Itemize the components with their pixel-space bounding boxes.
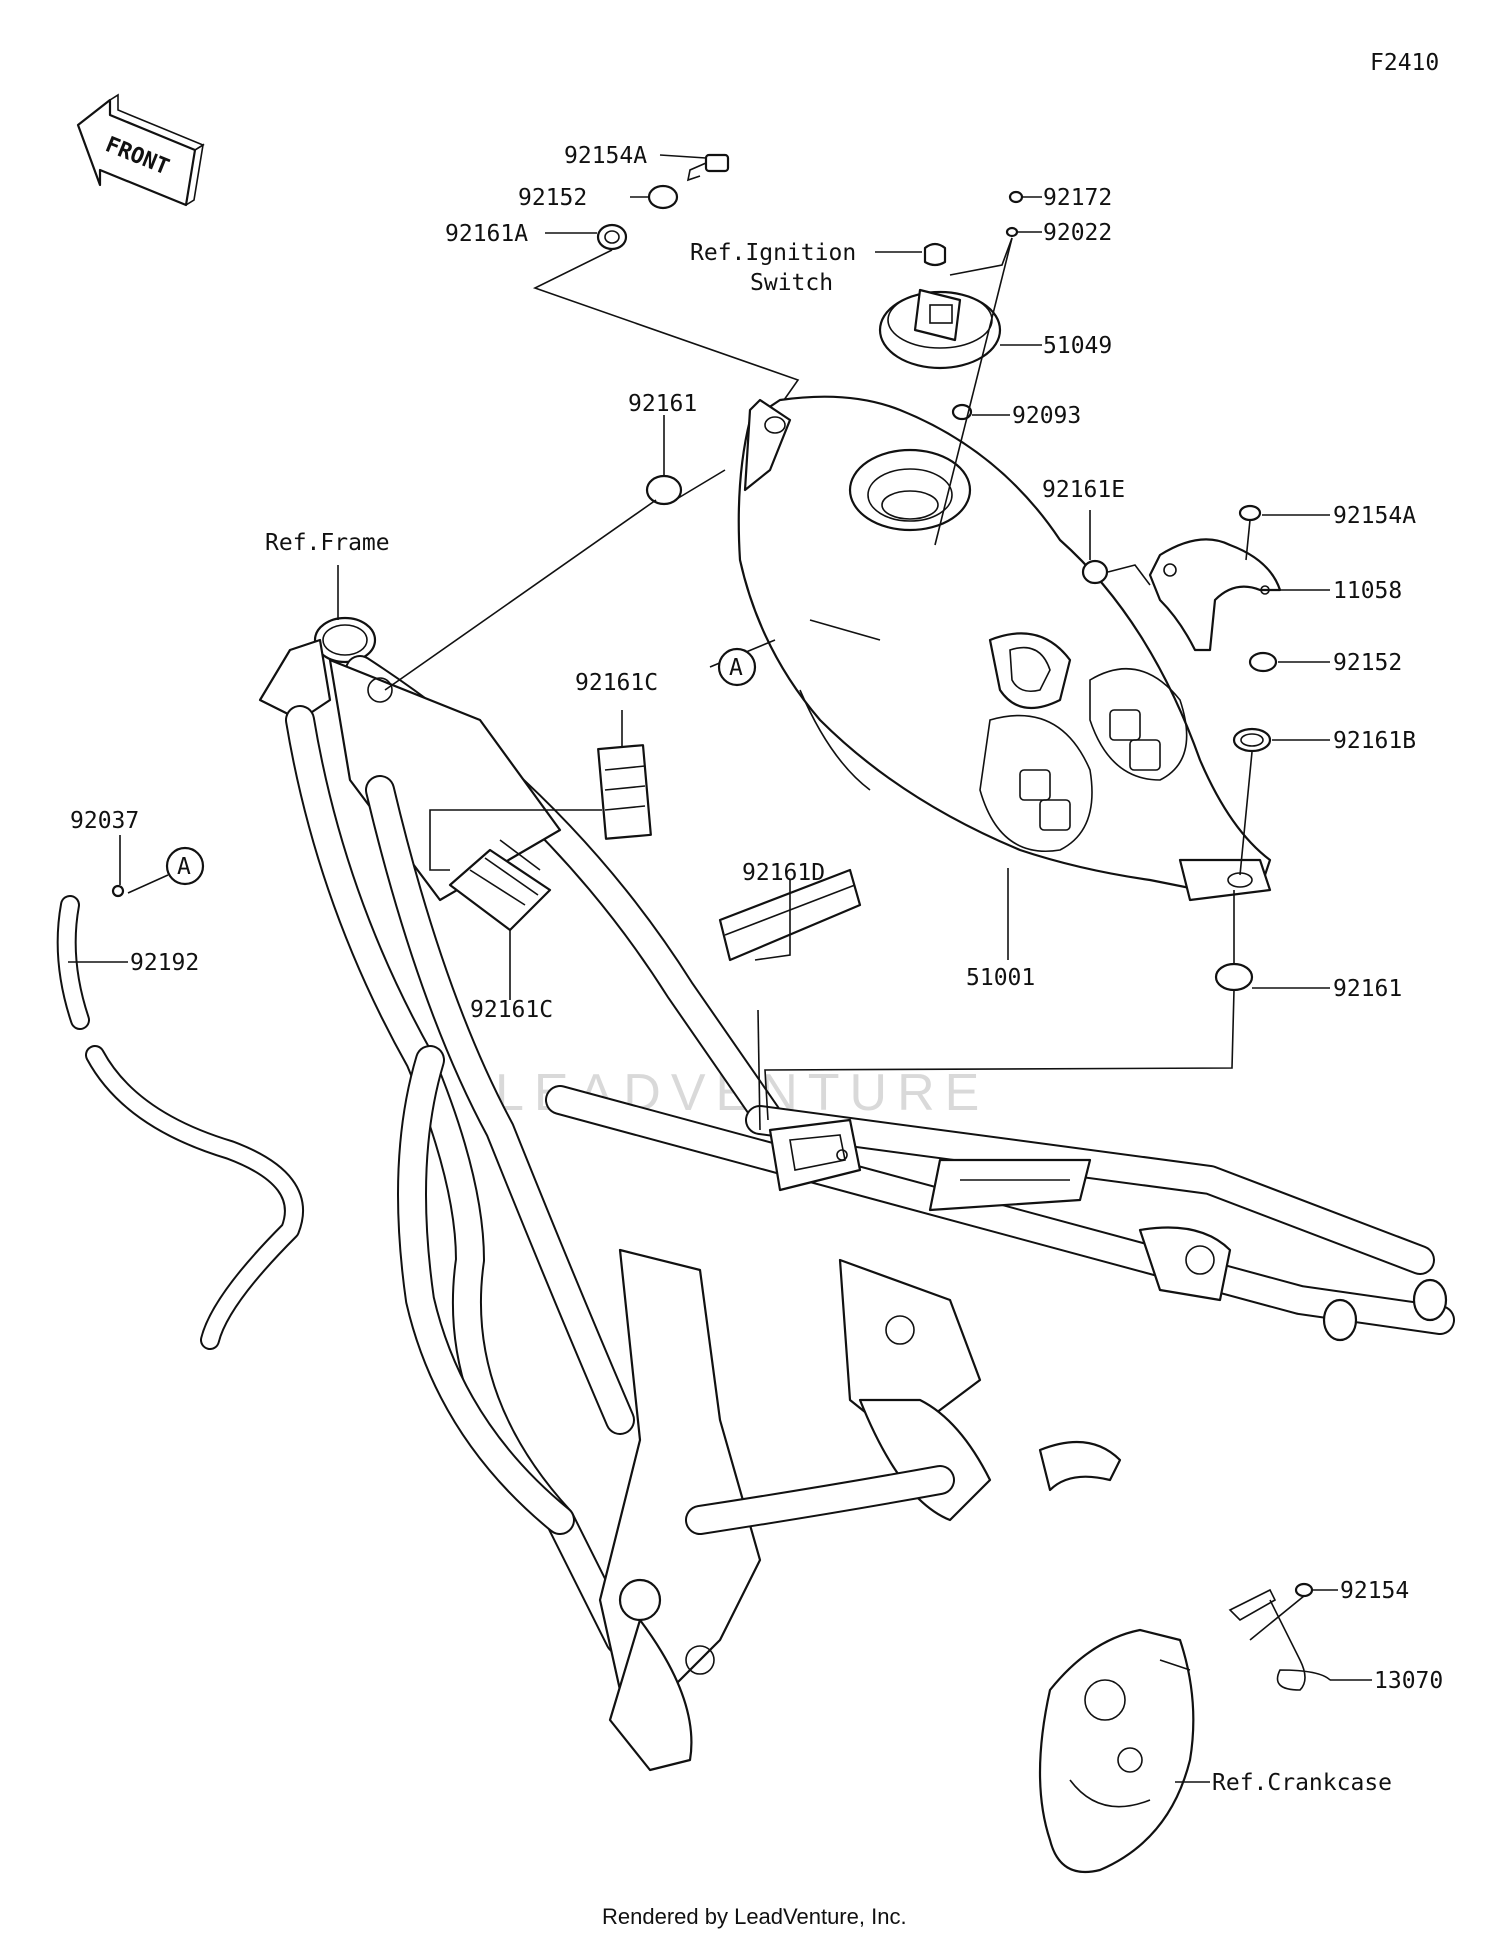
ref-ignition-line1: Ref.Ignition [690,240,856,266]
credit-text: Rendered by LeadVenture, Inc. [602,1904,907,1929]
callout-a-tank: A [717,647,757,687]
label-92022: 92022 [1043,220,1112,246]
leader-lines [68,154,1372,1783]
frame-drawing [258,616,1455,1772]
label-13070: 13070 [1374,1668,1443,1694]
svg-text:A: A [177,854,191,880]
diagram-code: F2410 [1370,50,1439,76]
hose-92192 [56,895,304,1350]
label-92161-2: 92161 [1333,976,1402,1002]
label-92161E: 92161E [1042,477,1125,503]
label-92161C-2: 92161C [470,997,553,1023]
front-arrow-icon: FRONT [76,93,205,207]
label-92161: 92161 [628,391,697,417]
ignition-cylinder [923,242,947,267]
label-92154A: 92154A [564,143,647,169]
fuel-cap-drawing [878,288,1002,370]
label-11058: 11058 [1333,578,1402,604]
label-92161A: 92161A [445,221,528,247]
ref-ignition-line2: Switch [750,270,833,296]
ref-frame: Ref.Frame [265,530,390,556]
label-92154: 92154 [1340,1578,1409,1604]
label-92172: 92172 [1043,185,1112,211]
fuel-tank-drawing [737,395,1272,902]
label-92093: 92093 [1012,403,1081,429]
label-92192: 92192 [130,950,199,976]
label-92161D: 92161D [742,860,825,886]
ref-crankcase: Ref.Crankcase [1212,1770,1392,1796]
label-51001: 51001 [966,965,1035,991]
callout-a-clip: A [165,846,205,886]
svg-text:A: A [729,655,743,681]
bracket-11058-drawing [1148,538,1282,652]
crankcase-drawing [1038,1628,1195,1874]
part-labels: 92154A 92152 92161A 92172 92022 51049 92… [70,143,1443,1796]
label-92152: 92152 [518,185,587,211]
label-92161C: 92161C [575,670,658,696]
label-92152-2: 92152 [1333,650,1402,676]
label-92161B: 92161B [1333,728,1416,754]
label-92037: 92037 [70,808,139,834]
label-92154A-2: 92154A [1333,503,1416,529]
label-51049: 51049 [1043,333,1112,359]
